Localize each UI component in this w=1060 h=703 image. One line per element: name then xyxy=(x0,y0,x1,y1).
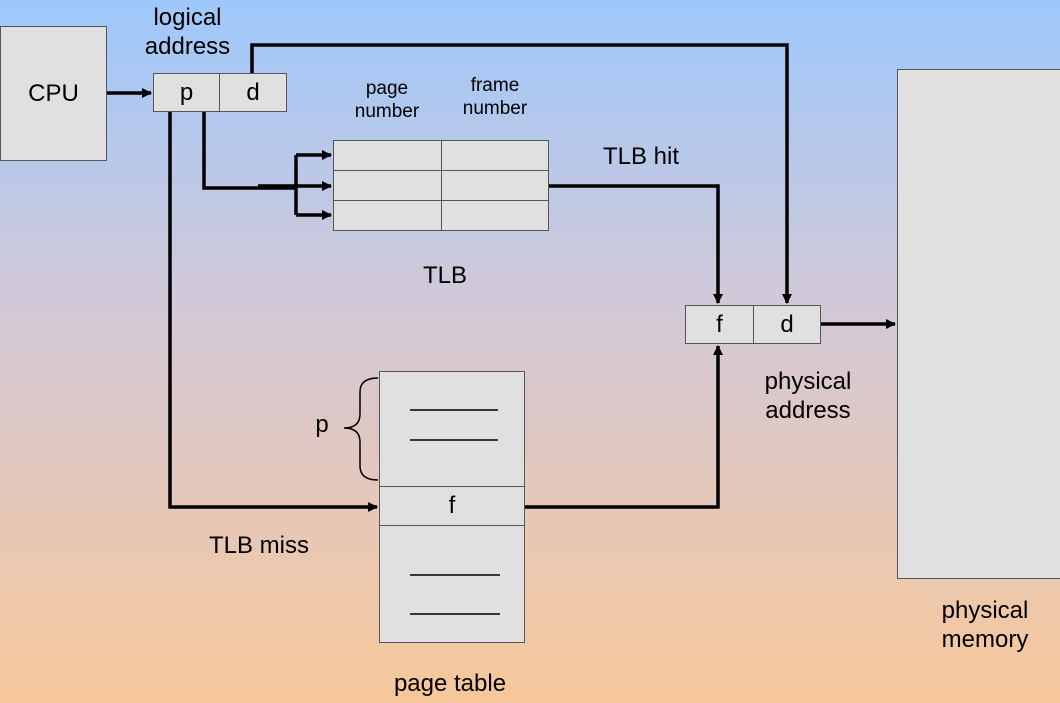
tlb-hit-label: TLB hit xyxy=(602,143,680,170)
cpu-box: CPU xyxy=(0,26,107,161)
offset-d-arrow xyxy=(250,43,792,304)
physical-address-label: physical address xyxy=(764,368,852,424)
tlb-page-number-header: page number xyxy=(354,78,420,122)
physical-address-d-cell: d xyxy=(753,305,821,344)
tlb-miss-label: TLB miss xyxy=(208,532,309,559)
p-to-tlb-line xyxy=(202,112,296,190)
tlb-row-2-frame xyxy=(441,170,549,201)
brace-p-label: p xyxy=(315,411,329,438)
tlb-row-1-frame xyxy=(441,140,549,171)
tlb-label: TLB xyxy=(422,262,467,289)
page-table-to-frame-arrow xyxy=(525,345,723,509)
physical-memory-label: physical memory xyxy=(941,597,1029,653)
physical-address-f-cell: f xyxy=(685,305,754,344)
page-table-f-entry: f xyxy=(379,486,525,526)
tlb-hit-arrow xyxy=(549,184,723,304)
logical-address-d-cell: d xyxy=(219,73,287,112)
tlb-row-3-frame xyxy=(441,200,549,231)
page-table-rules xyxy=(410,409,500,615)
logical-address-title: logical address xyxy=(144,4,231,60)
tlb-miss-arrow xyxy=(168,112,378,512)
brace-p xyxy=(343,377,379,481)
tlb-frame-number-header: frame number xyxy=(462,75,528,119)
physical-memory-box xyxy=(897,69,1060,579)
page-table-label: page table xyxy=(393,670,507,697)
logical-address-p-cell: p xyxy=(153,73,220,112)
tlb-row-3-page xyxy=(333,200,442,231)
cpu-label: CPU xyxy=(28,79,79,107)
